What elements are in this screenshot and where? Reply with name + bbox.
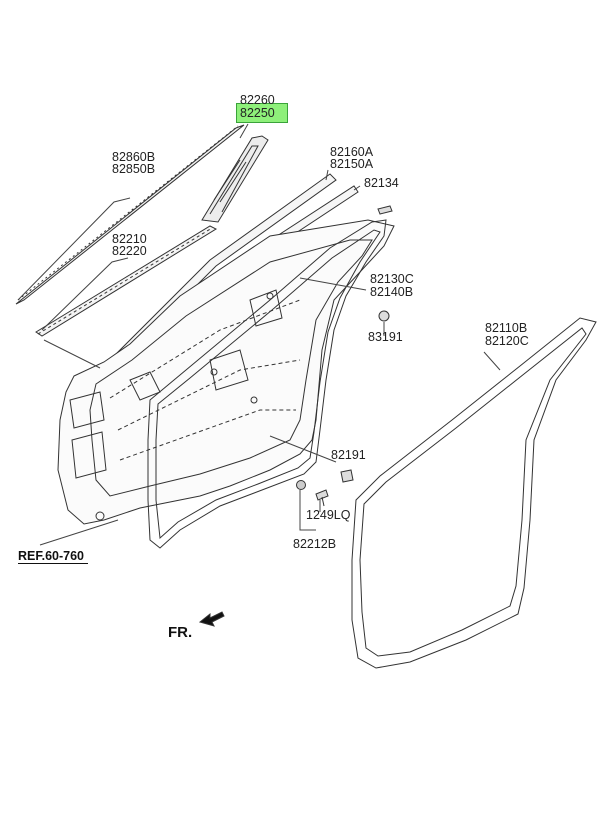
part-label-82134[interactable]: 82134 [364, 176, 399, 190]
part-label-82212B[interactable]: 82212B [293, 537, 337, 551]
part-label-1249LQ[interactable]: 1249LQ [306, 508, 351, 522]
highlighted-part-box[interactable] [236, 103, 288, 123]
part-label-82250[interactable]: 82250 [240, 106, 275, 120]
part-label-82191[interactable]: 82191 [331, 448, 366, 462]
part-label-82150A[interactable]: 82150A [330, 157, 374, 171]
part-label-82220[interactable]: 82220 [112, 244, 147, 258]
leader-lines [18, 124, 500, 545]
part-label-82110B[interactable]: 82110B [485, 321, 528, 335]
front-direction-label: FR. [168, 624, 193, 641]
door-side-weatherstrip [148, 220, 386, 548]
part-label-82210[interactable]: 82210 [112, 232, 147, 246]
delta-cover-trim [202, 136, 268, 222]
part-label-82850B[interactable]: 82850B [112, 162, 156, 176]
grommet-82212B [296, 480, 306, 490]
plug-83191 [378, 310, 390, 322]
part-label-82120C[interactable]: 82120C [485, 334, 529, 348]
part-label-82260[interactable]: 82260 [240, 93, 275, 107]
part-label-82160A[interactable]: 82160A [330, 145, 374, 159]
screw-1249LQ [316, 490, 328, 506]
part-label-82140B[interactable]: 82140B [370, 285, 414, 299]
front-direction-arrow [200, 612, 224, 626]
door-inner-panel [58, 220, 394, 524]
body-side-weatherstrip [352, 318, 596, 668]
part-label-82860B[interactable]: 82860B [112, 150, 156, 164]
reference-label[interactable]: REF.60-760 [18, 549, 89, 564]
outer-belt-moulding [16, 125, 244, 304]
part-label-83191[interactable]: 83191 [368, 330, 403, 344]
plug-82191 [341, 470, 353, 482]
clip-82134 [378, 206, 392, 214]
part-label-82130C[interactable]: 82130C [370, 272, 414, 286]
inner-belt-weatherstrip [36, 226, 216, 336]
